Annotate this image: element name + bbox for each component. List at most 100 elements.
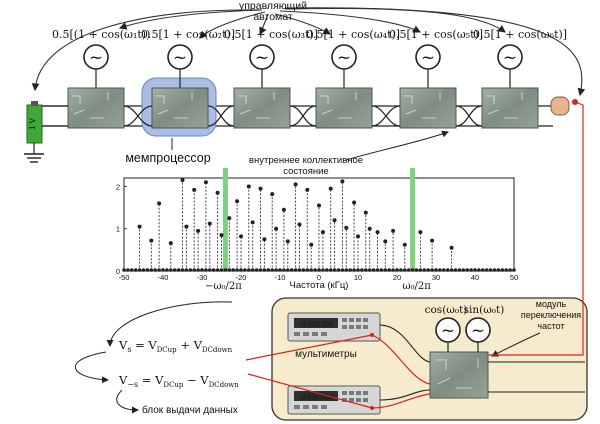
baseline-point [414, 268, 419, 272]
arrow-to-gen-1 [118, 9, 263, 30]
baseline-point [348, 268, 353, 272]
baseline-point [153, 268, 157, 272]
output-connector [550, 96, 570, 116]
arrow-to-output [284, 7, 586, 97]
spectrum-stem [344, 225, 349, 271]
spectrum-stem [285, 239, 290, 271]
drive-formula-5: 0.5[1 + cos(ω₅t)] [389, 28, 483, 41]
baseline-point [305, 268, 310, 272]
ac-generator-4 [331, 44, 357, 70]
baseline-point [215, 268, 220, 272]
x-tick-label: 50 [510, 273, 518, 282]
baseline-point [297, 268, 302, 272]
baseline-point [430, 268, 434, 272]
baseline-point [352, 268, 356, 272]
baseline-point [274, 268, 278, 272]
baseline-point [488, 268, 493, 272]
x-tick-label: -10 [275, 273, 286, 282]
spectrum-stem [227, 216, 232, 271]
equations: Vs = VDCup + VDCdown V−s = VDCup − VDCdo… [74, 301, 239, 414]
baseline-point [204, 268, 208, 272]
sin-generator-symbol: ~ [471, 321, 485, 341]
spectrum-stem [352, 200, 357, 271]
baseline-point [219, 268, 224, 272]
x-tick-label: -20 [236, 273, 247, 282]
spectrum-stem [375, 230, 380, 271]
baseline-point [340, 268, 345, 272]
baseline-point [145, 268, 150, 272]
spectrum-stem [367, 226, 372, 271]
sin-generator [465, 317, 491, 343]
x-tick-label: 20 [393, 273, 401, 282]
baseline-point [364, 268, 368, 272]
unit-cell-2: ~ [151, 44, 209, 129]
data-output-label: блок выдачи данных [142, 404, 238, 416]
spectrum-stem [184, 224, 189, 271]
switch-module-label-line2: переключения [521, 310, 581, 320]
unit-cell-3: ~ [233, 44, 291, 129]
x-tick-label: 30 [432, 273, 440, 282]
dc-source: 1 V [24, 101, 68, 163]
baseline-point [367, 268, 372, 272]
spectrum-stem [281, 207, 286, 271]
spectrum-stem [262, 237, 267, 271]
wire-crossings [123, 105, 483, 127]
baseline-point [325, 268, 329, 272]
ac-generator-1 [83, 44, 109, 70]
ac-generator-5 [415, 44, 441, 70]
cos-generator-symbol: ~ [441, 321, 455, 341]
baseline-point [286, 268, 290, 272]
collective-state-label-line1: внутреннее коллективное [249, 155, 363, 166]
baseline-point [165, 268, 169, 272]
baseline-point [371, 268, 376, 272]
equation-v-minus-s: V−s = VDCup − VDCdown [118, 373, 239, 389]
baseline-point [293, 268, 298, 272]
x-tick-label: -30 [197, 273, 208, 282]
baseline-point [406, 268, 411, 272]
chart-xlabel: Частота (кГц) [290, 280, 349, 291]
baseline-point [254, 268, 259, 272]
panel-wires [379, 324, 585, 401]
arrow-to-gen-2 [199, 11, 266, 39]
memcomputing-board-3 [233, 87, 291, 129]
memcomputing-board-1 [67, 87, 125, 129]
controller-label-line2: автомат [253, 11, 293, 23]
ac-generator-2 [167, 44, 193, 70]
baseline-point [192, 268, 196, 272]
spectrum-stem [250, 220, 255, 271]
baseline-point [465, 268, 470, 272]
drive-formula-2: 0.5[1 + cos(ω₂t)] [141, 28, 235, 41]
baseline-point [477, 268, 481, 272]
baseline-point [484, 268, 489, 272]
generator-symbol-5: ~ [421, 48, 435, 68]
baseline-point [309, 268, 314, 272]
baseline-point [328, 268, 333, 272]
drive-formula-3: 0.5[1 + cos(ω₃t)] [224, 28, 318, 41]
cos-label: cos(ω₀t) [425, 304, 468, 316]
baseline-point [188, 268, 193, 272]
unit-cell-5: ~ [399, 44, 457, 129]
multimeters-label: мультиметры [295, 349, 357, 360]
baseline-point [223, 268, 228, 272]
baseline-point [157, 268, 161, 272]
controller-arrows [31, 7, 586, 97]
baseline-point [289, 268, 294, 272]
baseline-point [481, 268, 485, 272]
spectrum-stem [340, 179, 345, 271]
baseline-point [141, 268, 146, 272]
spectrum-stem [180, 178, 185, 271]
spectrum-stem [215, 190, 220, 271]
memprocessor-label: мемпроцессор [125, 151, 210, 165]
switch-module-label-line3: частот [537, 321, 564, 331]
unit-cell-6: ~ [481, 44, 539, 129]
spectrum-stem [383, 239, 388, 271]
unit-cell-1: ~ [67, 44, 125, 129]
spectrum-stem [317, 203, 321, 271]
baseline-point [438, 268, 442, 272]
baseline-point [379, 268, 384, 272]
spectrum-stem [274, 226, 279, 271]
controller-label-line1: управляющий [239, 0, 307, 12]
spectrum-stem [149, 238, 154, 271]
baseline-point [383, 268, 388, 272]
baseline-point [410, 268, 415, 272]
